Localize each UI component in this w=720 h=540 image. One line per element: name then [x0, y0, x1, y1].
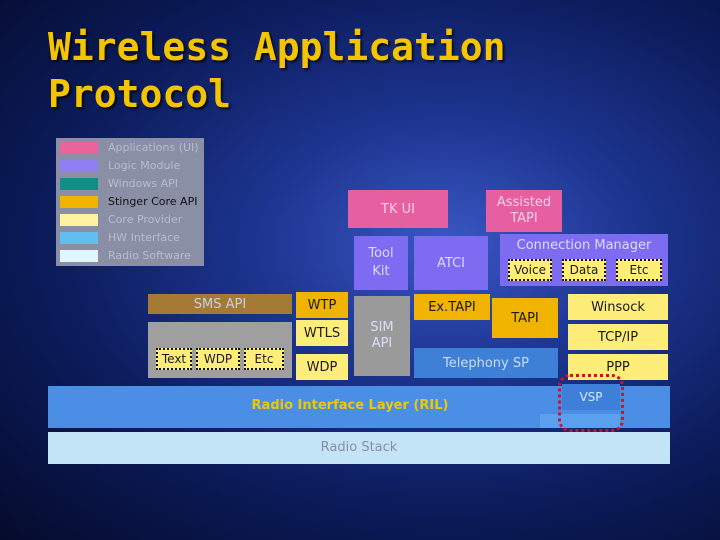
legend-label: Windows API [108, 177, 179, 190]
voice-block: Voice [508, 259, 552, 281]
radio-stack-layer [48, 432, 670, 464]
legend-label: Radio Software [108, 249, 191, 262]
ril-label: Radio Interface Layer (RIL) [251, 397, 449, 413]
tapi-block: TAPI [492, 298, 558, 338]
legend-row: Applications (UI) [56, 140, 204, 156]
legend-label: Applications (UI) [108, 141, 199, 154]
legend-swatch [60, 250, 98, 262]
tk-ui-block: TK UI [381, 201, 415, 217]
legend-swatch [60, 178, 98, 190]
legend-swatch [60, 196, 98, 208]
legend-row: Logic Module [56, 158, 204, 174]
assisted-tapi-block: Assisted TAPI [486, 190, 562, 232]
legend-label: Logic Module [108, 159, 181, 172]
legend-row: HW Interface [56, 230, 204, 246]
tk-ui-block-bg [348, 190, 448, 228]
wtp-block: WTP [296, 292, 348, 318]
winsock-block: Winsock [568, 294, 668, 320]
legend-row: Windows API [56, 176, 204, 192]
legend-label: HW Interface [108, 231, 180, 244]
telephony-sp-block: Telephony SP [414, 348, 558, 378]
sms-api-block: SMS API [148, 294, 292, 314]
legend-row: Radio Software [56, 248, 204, 264]
vsp-block: VSP [562, 384, 620, 410]
etc-cm-block: Etc [616, 259, 662, 281]
etc-small-block: Etc [244, 348, 284, 370]
slide-title: Wireless Application Protocol [48, 25, 506, 116]
text-block: Text [156, 348, 192, 370]
wdp-block: WDP [296, 354, 348, 380]
legend-row: Stinger Core API [56, 194, 204, 210]
legend-swatch [60, 232, 98, 244]
tool-kit-block: Tool Kit [354, 236, 408, 290]
extapi-block: Ex.TAPI [414, 294, 490, 320]
legend-swatch [60, 142, 98, 154]
vsp-highlight-box [558, 374, 624, 432]
legend-swatch [60, 214, 98, 226]
legend-label: Stinger Core API [108, 195, 198, 208]
legend-label: Core Provider [108, 213, 183, 226]
legend-swatch [60, 160, 98, 172]
data-block: Data [562, 259, 606, 281]
wdp-small-block: WDP [196, 348, 240, 370]
sim-api-block: SIM API [354, 296, 410, 376]
legend-row: Core Provider [56, 212, 204, 228]
connection-manager-label: Connection Manager [516, 237, 652, 253]
tcpip-block: TCP/IP [568, 324, 668, 350]
radio-stack-label: Radio Stack [320, 439, 398, 455]
atci-block: ATCI [414, 236, 488, 290]
wtls-block: WTLS [296, 320, 348, 346]
